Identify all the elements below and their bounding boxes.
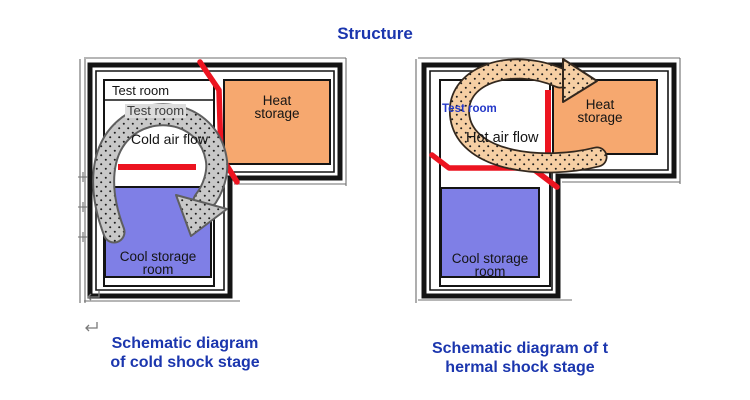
cold-air-flow-label: Cold air flow <box>131 131 209 147</box>
right-test-room-label: Test room <box>442 103 497 115</box>
enclosure-shadow-lines <box>79 57 347 303</box>
right-caption: Schematic diagram of t hermal shock stag… <box>431 340 609 376</box>
closed-damper-line <box>429 152 560 190</box>
return-mark-icon <box>87 291 100 301</box>
closed-damper-line <box>197 59 240 185</box>
thermal-shock-diagram <box>415 57 681 303</box>
left-test-room-label-2: Test room <box>125 103 187 118</box>
left-test-room-label: Test room <box>112 83 170 98</box>
heat-storage-box <box>223 79 331 165</box>
hot-airflow-arrow <box>449 58 608 174</box>
right-heat-storage-label: Heat storage <box>577 97 623 125</box>
edit-tick-marks <box>78 172 88 242</box>
left-caption: Schematic diagram of cold shock stage <box>110 335 260 371</box>
cold-shock-diagram <box>78 57 347 332</box>
left-cool-storage-label: Cool storage room <box>119 249 197 277</box>
hot-air-flow-label: Hot air flow <box>466 130 539 146</box>
cool-storage-box <box>440 187 540 278</box>
page-title: Structure <box>337 24 413 43</box>
right-cool-storage-label: Cool storage room <box>451 251 529 279</box>
enclosure-shadow-lines <box>415 57 681 303</box>
left-heat-storage-label: Heat storage <box>254 93 300 121</box>
return-mark-icon <box>85 322 98 332</box>
